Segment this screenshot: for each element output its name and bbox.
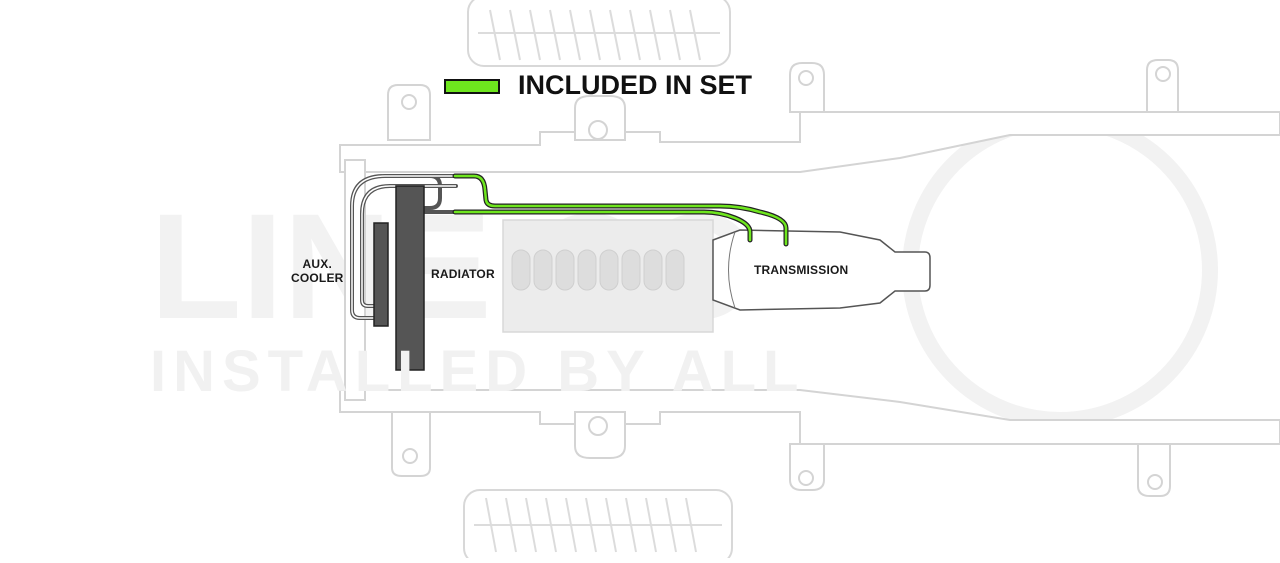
legend-swatch [444, 79, 500, 94]
radiator [395, 185, 425, 371]
included-lines-fill [453, 174, 788, 246]
aux-cooler-label: AUX. COOLER [291, 257, 344, 285]
bottom-tire [463, 489, 733, 563]
transmission-label: TRANSMISSION [754, 263, 849, 277]
legend-label: INCLUDED IN SET [518, 70, 753, 100]
cooler-lines-inner [351, 175, 456, 319]
watermark-tagline: INSTALLED BY ALL [150, 339, 806, 404]
transmission [712, 229, 931, 311]
aux-cooler [373, 222, 389, 327]
top-tire [467, 0, 731, 67]
engine [502, 219, 714, 333]
aux-cooler-label-line1: AUX. [302, 257, 333, 271]
radiator-label: RADIATOR [431, 267, 495, 281]
aux-cooler-label-line2: COOLER [291, 271, 344, 285]
